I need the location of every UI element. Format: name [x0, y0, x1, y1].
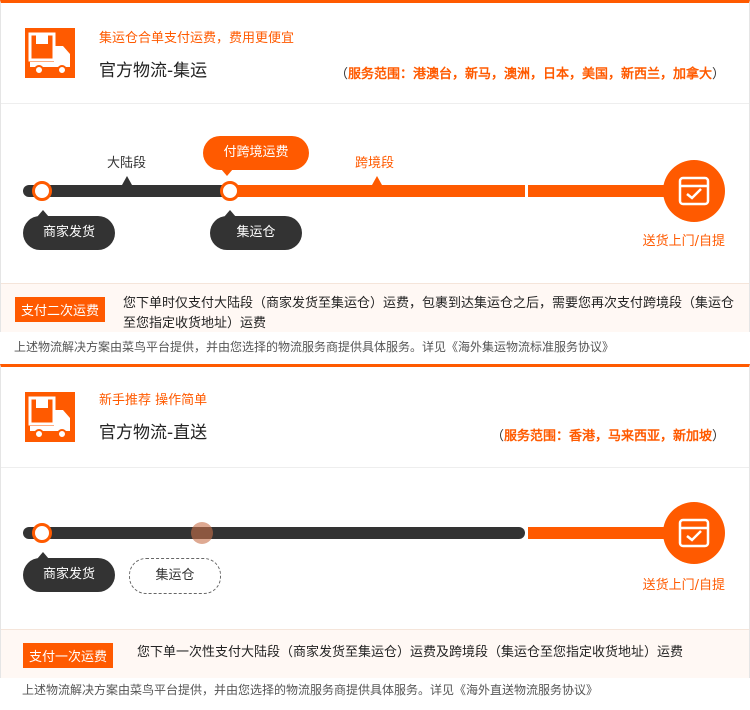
seller-ship-label: 商家发货 — [42, 225, 95, 240]
delivery-truck-icon — [25, 28, 75, 78]
delivery-box-icon — [663, 160, 725, 222]
segment-marker — [122, 176, 132, 185]
scope-bracket-close: ） — [711, 67, 725, 82]
pill-pointer — [37, 210, 49, 217]
fee-badge: 支付二次运费 — [15, 297, 106, 322]
pill-warehouse-skipped: 集运仓 — [129, 558, 221, 594]
segment-label-cross-border: 跨境段 — [355, 156, 395, 171]
route-node-seller — [32, 523, 52, 543]
pill-pointer — [224, 210, 236, 217]
scope-bracket-open: （ — [490, 429, 504, 444]
pill-warehouse: 集运仓 — [210, 210, 302, 250]
scope-bracket-open: （ — [334, 67, 348, 82]
service-scope: （服务范围：香港，马来西亚，新加坡） — [491, 425, 725, 444]
service-scope: （服务范围：港澳台，新马，澳洲，日本，美国，新西兰，加拿大） — [335, 63, 725, 82]
pill-seller-ship: 商家发货 — [23, 552, 115, 592]
scope-text: 服务范围：香港，马来西亚，新加坡 — [503, 429, 712, 444]
scope-text: 服务范围：港澳台，新马，澳洲，日本，美国，新西兰，加拿大 — [347, 67, 712, 82]
footnote-agreement: 上述物流解决方案由菜鸟平台提供，并由您选择的物流服务商提供具体服务。详见《海外集… — [14, 340, 615, 354]
segment-label-mainland: 大陆段 — [107, 156, 147, 171]
seller-ship-label: 商家发货 — [42, 567, 95, 582]
pill-pointer — [37, 552, 49, 559]
card-header: 新手推荐 操作简单 官方物流-直送 （服务范围：香港，马来西亚，新加坡） — [1, 367, 749, 468]
deliver-label: 送货上门/自提 — [642, 234, 725, 249]
card-tagline: 集运仓合单支付运费，费用更便宜 — [99, 31, 295, 46]
service-title: 官方物流-集运 — [99, 61, 208, 81]
badge-pointer — [221, 169, 233, 176]
route-track-final — [528, 185, 678, 197]
pill-seller-ship: 商家发货 — [23, 210, 115, 250]
pay-cross-border-badge: 付跨境运费 — [203, 136, 309, 176]
footnote-agreement: 上述物流解决方案由菜鸟平台提供，并由您选择的物流服务商提供具体服务。详见《海外直… — [22, 683, 599, 697]
route-track-direct — [23, 527, 525, 539]
fee-info-bar: 支付二次运费 您下单时仅支付大陆段（商家发货至集运仓）运费，包裹到达集运仓之后，… — [1, 283, 749, 332]
route-track-cross-border — [227, 185, 525, 197]
pay-cross-border-label: 付跨境运费 — [223, 145, 289, 160]
fee-description: 您下单时仅支付大陆段（商家发货至集运仓）运费，包裹到达集运仓之后，需要您再次支付… — [123, 296, 735, 331]
delivery-box-icon — [663, 502, 725, 564]
logistics-card-consolidated: 集运仓合单支付运费，费用更便宜 官方物流-集运 （服务范围：港澳台，新马，澳洲，… — [0, 0, 750, 332]
logistics-card-direct: 新手推荐 操作简单 官方物流-直送 （服务范围：香港，马来西亚，新加坡） 商家发… — [0, 364, 750, 678]
service-title: 官方物流-直送 — [99, 423, 208, 443]
route-track-final — [528, 527, 678, 539]
warehouse-label: 集运仓 — [236, 225, 276, 240]
fee-info-bar: 支付一次运费 您下单一次性支付大陆段（商家发货至集运仓）运费及跨境段（集运仓至您… — [1, 629, 749, 678]
segment-marker — [372, 176, 382, 185]
card-tagline: 新手推荐 操作简单 — [99, 393, 208, 408]
warehouse-label: 集运仓 — [155, 568, 195, 583]
route-node-seller — [32, 181, 52, 201]
fee-badge: 支付一次运费 — [23, 643, 114, 668]
delivery-truck-icon — [25, 392, 75, 442]
route-node-warehouse — [220, 181, 240, 201]
card-header: 集运仓合单支付运费，费用更便宜 官方物流-集运 （服务范围：港澳台，新马，澳洲，… — [1, 3, 749, 104]
deliver-label: 送货上门/自提 — [642, 578, 725, 593]
fee-description: 您下单一次性支付大陆段（商家发货至集运仓）运费及跨境段（集运仓至您指定收货地址）… — [137, 645, 684, 660]
scope-bracket-close: ） — [711, 429, 725, 444]
route-track-mainland — [23, 185, 233, 197]
route-node-warehouse-skipped — [191, 522, 213, 544]
